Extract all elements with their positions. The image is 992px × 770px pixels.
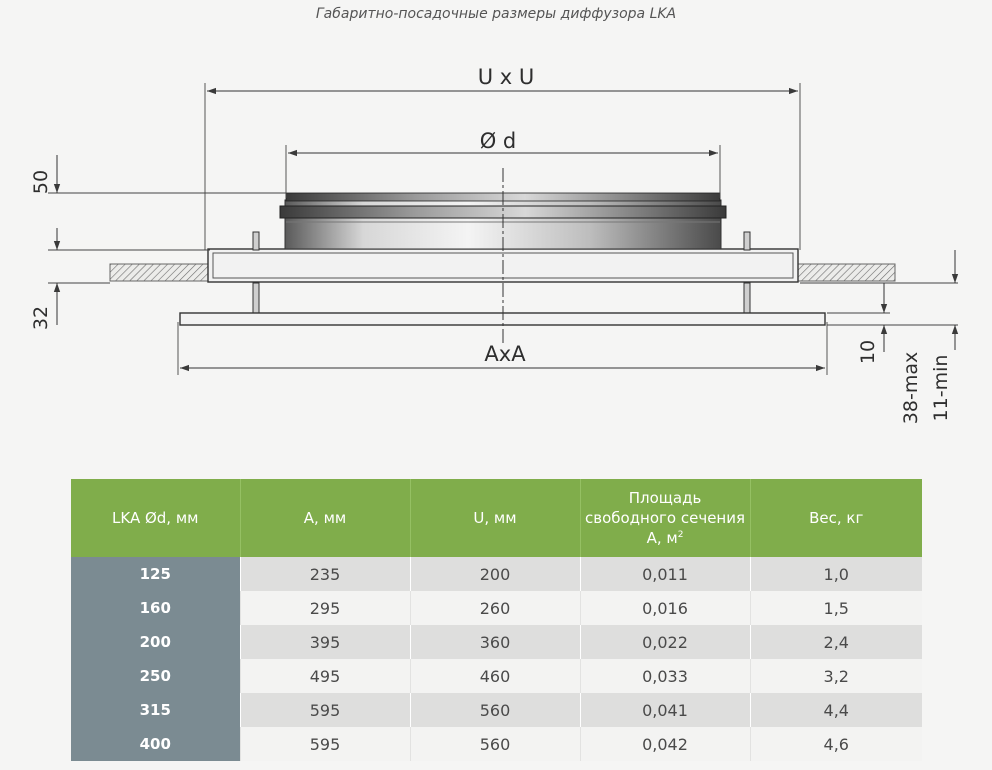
ceiling-hatch-right <box>797 263 896 282</box>
cell-model: 250 <box>71 659 240 693</box>
dim-38max-label: 38-max <box>900 352 922 424</box>
cell-model: 200 <box>71 625 240 659</box>
cell-model: 125 <box>71 557 240 591</box>
cell-a: 295 <box>239 591 410 625</box>
dim-axa-label: AxA <box>484 342 526 366</box>
table-row: 250 495 460 0,033 3,2 <box>71 659 922 693</box>
cell-area: 0,041 <box>579 693 750 727</box>
cell-weight: 4,4 <box>749 693 922 727</box>
table-row: 200 395 360 0,022 2,4 <box>71 625 922 659</box>
dim-50-label: 50 <box>30 170 52 194</box>
cell-area: 0,033 <box>579 659 750 693</box>
cell-model: 400 <box>71 727 240 761</box>
cell-u: 200 <box>409 557 580 591</box>
cell-weight: 1,5 <box>749 591 922 625</box>
header-u: U, мм <box>409 479 580 557</box>
spec-table: LKA Ød, мм A, мм U, мм Площадь свободног… <box>71 479 922 761</box>
header-weight: Вес, кг <box>749 479 922 557</box>
dim-d-label: Ø d <box>480 129 517 153</box>
cell-u: 460 <box>409 659 580 693</box>
cell-weight: 4,6 <box>749 727 922 761</box>
drawing-caption: Габаритно-посадочные размеры диффузора L… <box>315 6 677 22</box>
dim-11min-label: 11-min <box>930 355 952 422</box>
cell-weight: 2,4 <box>749 625 922 659</box>
table-row: 400 595 560 0,042 4,6 <box>71 727 922 761</box>
dim-10-label: 10 <box>857 340 879 364</box>
cell-u: 260 <box>409 591 580 625</box>
cell-a: 595 <box>239 727 410 761</box>
cell-a: 395 <box>239 625 410 659</box>
stud-left <box>252 231 260 251</box>
cell-area: 0,011 <box>579 557 750 591</box>
cell-a: 495 <box>239 659 410 693</box>
dim-32-label: 32 <box>30 306 52 330</box>
cell-a: 235 <box>239 557 410 591</box>
cell-model: 315 <box>71 693 240 727</box>
cell-area: 0,022 <box>579 625 750 659</box>
table-row: 315 595 560 0,041 4,4 <box>71 693 922 727</box>
cell-weight: 3,2 <box>749 659 922 693</box>
cell-u: 560 <box>409 693 580 727</box>
header-area: Площадь свободного сечения А, м2 <box>579 479 750 557</box>
cell-weight: 1,0 <box>749 557 922 591</box>
stud-right <box>743 231 751 251</box>
diffuser-drawing: U x U Ø d AxA 50 32 10 38-max 11-min <box>30 65 959 424</box>
cell-model: 160 <box>71 591 240 625</box>
table-row: 125 235 200 0,011 1,0 <box>71 557 922 591</box>
header-a: A, мм <box>239 479 410 557</box>
table-header-row: LKA Ød, мм A, мм U, мм Площадь свободног… <box>71 479 922 557</box>
header-area-text: Площадь свободного сечения А, м <box>584 489 746 547</box>
cell-a: 595 <box>239 693 410 727</box>
table-row: 160 295 260 0,016 1,5 <box>71 591 922 625</box>
cell-u: 560 <box>409 727 580 761</box>
cell-area: 0,042 <box>579 727 750 761</box>
header-model: LKA Ød, мм <box>71 479 240 557</box>
dim-uxu-label: U x U <box>478 65 535 89</box>
cell-u: 360 <box>409 625 580 659</box>
header-area-sup: 2 <box>677 530 684 540</box>
cell-area: 0,016 <box>579 591 750 625</box>
ceiling-hatch-left <box>109 263 209 282</box>
